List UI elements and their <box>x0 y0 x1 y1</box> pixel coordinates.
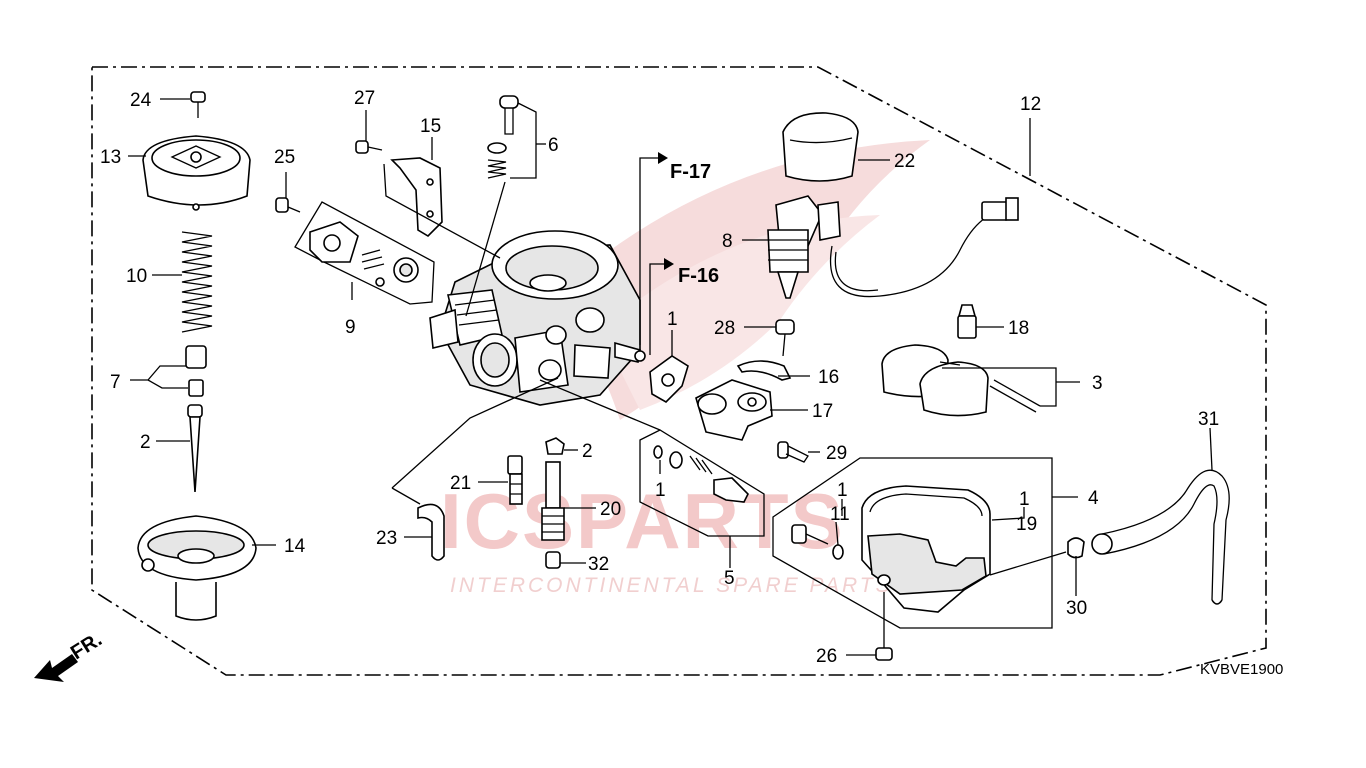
callout-32: 32 <box>588 554 609 575</box>
overflow-tube-31 <box>1091 469 1230 605</box>
auto-bystarter-8 <box>767 195 1019 299</box>
callout-1c: 1 <box>837 480 848 501</box>
callout-20: 20 <box>600 499 621 520</box>
callout-23: 23 <box>376 528 397 549</box>
callout-1a: 1 <box>667 309 678 330</box>
callout-13: 13 <box>100 147 121 168</box>
callout-11: 11 <box>830 504 850 525</box>
slow-jet-21 <box>507 455 523 505</box>
float-chamber-group-box <box>772 457 1053 629</box>
f17-ref-line <box>639 157 658 345</box>
screw-27 <box>355 140 383 154</box>
f16-arrow-icon <box>664 258 674 270</box>
jet-32 <box>545 551 561 569</box>
callout-28: 28 <box>714 318 735 339</box>
callout-1d: 1 <box>1019 489 1030 510</box>
spring-10 <box>181 231 213 333</box>
callout-31: 31 <box>1198 409 1219 430</box>
pilot-screw-set-5 <box>539 379 765 537</box>
throttle-stop-17 <box>695 379 773 441</box>
callout-27: 27 <box>354 88 375 109</box>
callout-2b: 2 <box>582 441 593 462</box>
carburetor-body <box>429 230 646 406</box>
leader-lines <box>128 98 1213 656</box>
drain-tube-23 <box>391 377 559 561</box>
cutoff-valve-9 <box>294 201 435 305</box>
callout-5: 5 <box>724 568 735 589</box>
callout-3: 3 <box>1092 373 1103 394</box>
callout-19: 19 <box>1016 514 1037 535</box>
bracket-15 <box>390 157 443 238</box>
pilot-screw-6 <box>465 95 537 317</box>
bystarter-cap-22 <box>782 112 859 182</box>
callout-1b: 1 <box>655 480 666 501</box>
callout-15: 15 <box>420 116 441 137</box>
front-direction-indicator: FR. <box>34 629 106 682</box>
needle-jet-2 <box>545 437 565 455</box>
callout-22: 22 <box>894 151 915 172</box>
callout-14: 14 <box>284 536 306 557</box>
callout-24: 24 <box>130 90 152 111</box>
screw-24 <box>190 91 206 118</box>
watermark-brand: ICSPARTS <box>440 477 845 565</box>
float-valve-18 <box>957 304 977 339</box>
callout-26: 26 <box>816 646 837 667</box>
callout-2a: 2 <box>140 432 151 453</box>
gasket-1 <box>649 355 689 403</box>
clip-30 <box>1067 537 1085 559</box>
top-cover-13 <box>142 135 251 211</box>
front-arrow-icon <box>34 654 78 682</box>
piston-diaphragm-14 <box>137 515 257 621</box>
jet-needle-2 <box>187 404 203 493</box>
f16-ref-line <box>649 263 665 355</box>
f17-arrow-icon <box>658 152 668 164</box>
drawing-code: KVBVE1900 <box>1200 661 1283 678</box>
ref-f16: F-16 <box>678 265 719 287</box>
float-3 <box>881 344 1041 417</box>
callout-21: 21 <box>450 473 471 494</box>
screw-29 <box>777 441 809 463</box>
callout-25: 25 <box>274 147 295 168</box>
screw-26 <box>875 592 893 661</box>
set-plate-16 <box>736 360 792 381</box>
callout-18: 18 <box>1008 318 1029 339</box>
float-chamber-19 <box>861 485 991 613</box>
screw-28 <box>775 319 795 357</box>
ref-f17: F-17 <box>670 161 711 183</box>
callout-4: 4 <box>1088 488 1099 509</box>
assembly-boundary <box>91 66 1267 676</box>
callout-labels: 24 13 10 7 2 14 27 15 25 9 6 F-17 F-16 2… <box>100 88 1219 667</box>
callout-8: 8 <box>722 231 733 252</box>
callout-10: 10 <box>126 266 147 287</box>
callout-6: 6 <box>548 135 559 156</box>
callout-7: 7 <box>110 372 121 393</box>
screw-25 <box>275 197 301 213</box>
callout-12: 12 <box>1020 94 1041 115</box>
callout-9: 9 <box>345 317 356 338</box>
callout-17: 17 <box>812 401 833 422</box>
main-jet-20 <box>541 461 565 541</box>
needle-holder-7 <box>185 345 207 397</box>
callout-29: 29 <box>826 443 847 464</box>
watermark-tagline: INTERCONTINENTAL SPARE PARTS <box>450 574 893 597</box>
callout-16: 16 <box>818 367 839 388</box>
drain-screw-11 <box>791 524 844 560</box>
callout-30: 30 <box>1066 598 1087 619</box>
